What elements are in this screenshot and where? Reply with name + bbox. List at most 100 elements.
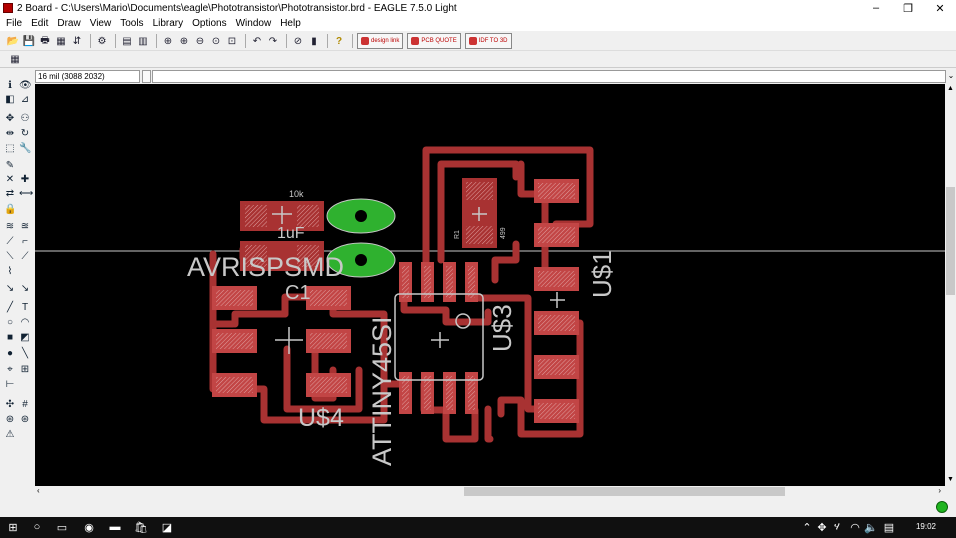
vertical-scroll-thumb[interactable] bbox=[946, 187, 955, 295]
zoom-fit-icon[interactable]: ⊕ bbox=[163, 35, 173, 47]
menu-library[interactable]: Library bbox=[152, 18, 184, 29]
rect-icon[interactable]: ■ bbox=[6, 332, 14, 343]
cortana-icon[interactable]: ○ bbox=[33, 521, 41, 533]
move-icon[interactable]: ✥ bbox=[5, 113, 15, 124]
display-icon[interactable]: ◧ bbox=[5, 94, 15, 105]
delete-icon[interactable]: ✕ bbox=[5, 174, 15, 185]
go-icon[interactable]: ▮ bbox=[311, 35, 317, 47]
hole-icon[interactable]: ⌖ bbox=[7, 364, 13, 375]
undo-icon[interactable]: ↶ bbox=[252, 35, 262, 47]
scroll-left-icon[interactable]: ‹ bbox=[37, 486, 40, 495]
replace-icon[interactable]: ⇄ bbox=[5, 188, 15, 199]
auto-icon[interactable]: # bbox=[22, 399, 28, 410]
via-icon[interactable]: ● bbox=[6, 348, 14, 359]
redo-icon[interactable]: ↷ bbox=[268, 35, 278, 47]
arc-icon[interactable]: ◠ bbox=[20, 317, 30, 328]
scroll-down-icon[interactable]: ▼ bbox=[947, 476, 954, 483]
bend-icon[interactable]: ⌇ bbox=[7, 266, 13, 277]
minimize-button[interactable]: ‒ bbox=[872, 2, 880, 14]
layer-icon[interactable]: ▥ bbox=[138, 35, 148, 47]
stop-icon[interactable]: ⊘ bbox=[293, 35, 303, 47]
info-icon[interactable]: ℹ bbox=[8, 80, 12, 91]
ulp-icon[interactable]: ⚙ bbox=[97, 35, 107, 47]
mirror-icon[interactable]: ⇹ bbox=[5, 128, 15, 139]
name-icon[interactable]: ⟷ bbox=[19, 188, 34, 199]
paste-icon[interactable]: ✎ bbox=[5, 160, 15, 171]
menu-tools[interactable]: Tools bbox=[120, 18, 144, 29]
wifi-icon[interactable]: ◠ bbox=[850, 521, 860, 534]
copy-icon[interactable]: ⚇ bbox=[20, 113, 30, 124]
rotate-icon[interactable]: ↻ bbox=[20, 128, 30, 139]
attribute-icon[interactable]: ⊞ bbox=[20, 364, 30, 375]
store-icon[interactable]: 🛍 bbox=[134, 521, 148, 534]
autoroute-icon[interactable]: ↘ bbox=[5, 283, 15, 294]
wire-icon[interactable]: ⟍ bbox=[6, 251, 14, 262]
grid-settings-icon[interactable]: ▦ bbox=[10, 53, 20, 65]
file-explorer-icon[interactable]: ▬ bbox=[109, 521, 121, 533]
tray-app-icon[interactable]: ✥ bbox=[817, 521, 827, 534]
zoom-out-icon[interactable]: ⊖ bbox=[195, 35, 205, 47]
lock-icon[interactable]: 🔒 bbox=[4, 204, 17, 215]
zoom-window-icon[interactable]: ⊡ bbox=[227, 35, 237, 47]
tray-chevron-icon[interactable]: ⌃ bbox=[802, 521, 812, 534]
ripup-icon[interactable]: ⟋ bbox=[21, 251, 29, 262]
add-icon[interactable]: ✚ bbox=[20, 174, 30, 185]
dimension-icon[interactable]: ⊢ bbox=[5, 379, 15, 390]
route-icon[interactable]: ⟋ bbox=[6, 236, 14, 247]
menu-options[interactable]: Options bbox=[192, 18, 227, 29]
ratsnest-all-icon[interactable]: ✣ bbox=[5, 399, 15, 410]
scroll-up-icon[interactable]: ▲ bbox=[947, 85, 954, 92]
menu-view[interactable]: View bbox=[89, 18, 112, 29]
horizontal-scroll-thumb[interactable] bbox=[464, 487, 785, 496]
circle-icon[interactable]: ○ bbox=[6, 317, 14, 328]
notifications-icon[interactable]: ▤ bbox=[883, 521, 895, 534]
menu-help[interactable]: Help bbox=[280, 18, 301, 29]
eagle-taskbar-icon[interactable]: ◪ bbox=[161, 521, 173, 534]
command-button[interactable] bbox=[141, 69, 151, 83]
signal-icon[interactable]: ╲ bbox=[21, 348, 29, 359]
designlink-button[interactable]: design link bbox=[357, 33, 404, 49]
ratsnest-icon[interactable]: ↘ bbox=[20, 283, 30, 294]
show-icon[interactable]: 👁 bbox=[19, 80, 32, 91]
taskbar-clock[interactable]: 19:02 bbox=[915, 522, 936, 531]
pcb-quote-button[interactable]: PCB QUOTE bbox=[407, 33, 461, 49]
board-canvas[interactable]: AVRISPSMD C1 U$4 10k 1uF U$3 U$1 ATTINY4… bbox=[35, 84, 945, 486]
script-icon[interactable]: ⇵ bbox=[72, 35, 82, 47]
vertical-scrollbar[interactable]: ▲ ▼ bbox=[945, 84, 956, 486]
group-icon[interactable]: ⬚ bbox=[5, 143, 15, 154]
drc-icon[interactable]: ⊛ bbox=[5, 414, 15, 425]
restore-button[interactable]: ❐ bbox=[903, 2, 913, 15]
line-icon[interactable]: ╱ bbox=[6, 302, 14, 313]
cam-icon[interactable]: ▦ bbox=[56, 35, 66, 47]
horizontal-scrollbar[interactable]: ‹ › bbox=[35, 486, 945, 497]
command-history-dropdown[interactable]: ⌄ bbox=[947, 70, 955, 80]
text-icon[interactable]: T bbox=[21, 302, 29, 313]
save-icon[interactable]: 💾 bbox=[22, 35, 36, 47]
menu-draw[interactable]: Draw bbox=[57, 18, 81, 29]
task-view-icon[interactable]: ▭ bbox=[56, 521, 68, 534]
chrome-icon[interactable]: ◉ bbox=[84, 521, 94, 534]
menu-edit[interactable]: Edit bbox=[31, 18, 49, 29]
status-indicator-icon[interactable] bbox=[936, 501, 948, 513]
print-icon[interactable]: 🖶 bbox=[40, 34, 50, 46]
ime-icon[interactable]: ሃ bbox=[834, 520, 840, 533]
change-icon[interactable]: 🔧 bbox=[19, 143, 32, 154]
zoom-select-icon[interactable]: ⊙ bbox=[211, 35, 221, 47]
command-input[interactable] bbox=[151, 69, 947, 83]
idf-to-3d-button[interactable]: IDF TO 3D bbox=[464, 33, 512, 49]
miter-icon[interactable]: ⌐ bbox=[22, 236, 28, 247]
close-button[interactable]: ✕ bbox=[935, 2, 945, 15]
mark-icon[interactable]: ⊿ bbox=[20, 94, 30, 105]
help-icon[interactable]: ? bbox=[335, 35, 343, 47]
warning-icon[interactable]: ⚠ bbox=[5, 429, 15, 440]
grid-icon[interactable]: ▤ bbox=[122, 35, 132, 47]
optimize-icon[interactable]: ≊ bbox=[20, 221, 30, 232]
scroll-right-icon[interactable]: › bbox=[938, 486, 941, 495]
open-icon[interactable]: 📂 bbox=[6, 35, 20, 47]
menu-file[interactable]: File bbox=[6, 18, 23, 29]
volume-icon[interactable]: 🔈 bbox=[864, 521, 878, 534]
windows-start-icon[interactable]: ⊞ bbox=[8, 521, 18, 534]
zoom-in-icon[interactable]: ⊕ bbox=[179, 35, 189, 47]
errors-icon[interactable]: ⊛ bbox=[20, 414, 30, 425]
split-icon[interactable]: ≋ bbox=[5, 221, 15, 232]
